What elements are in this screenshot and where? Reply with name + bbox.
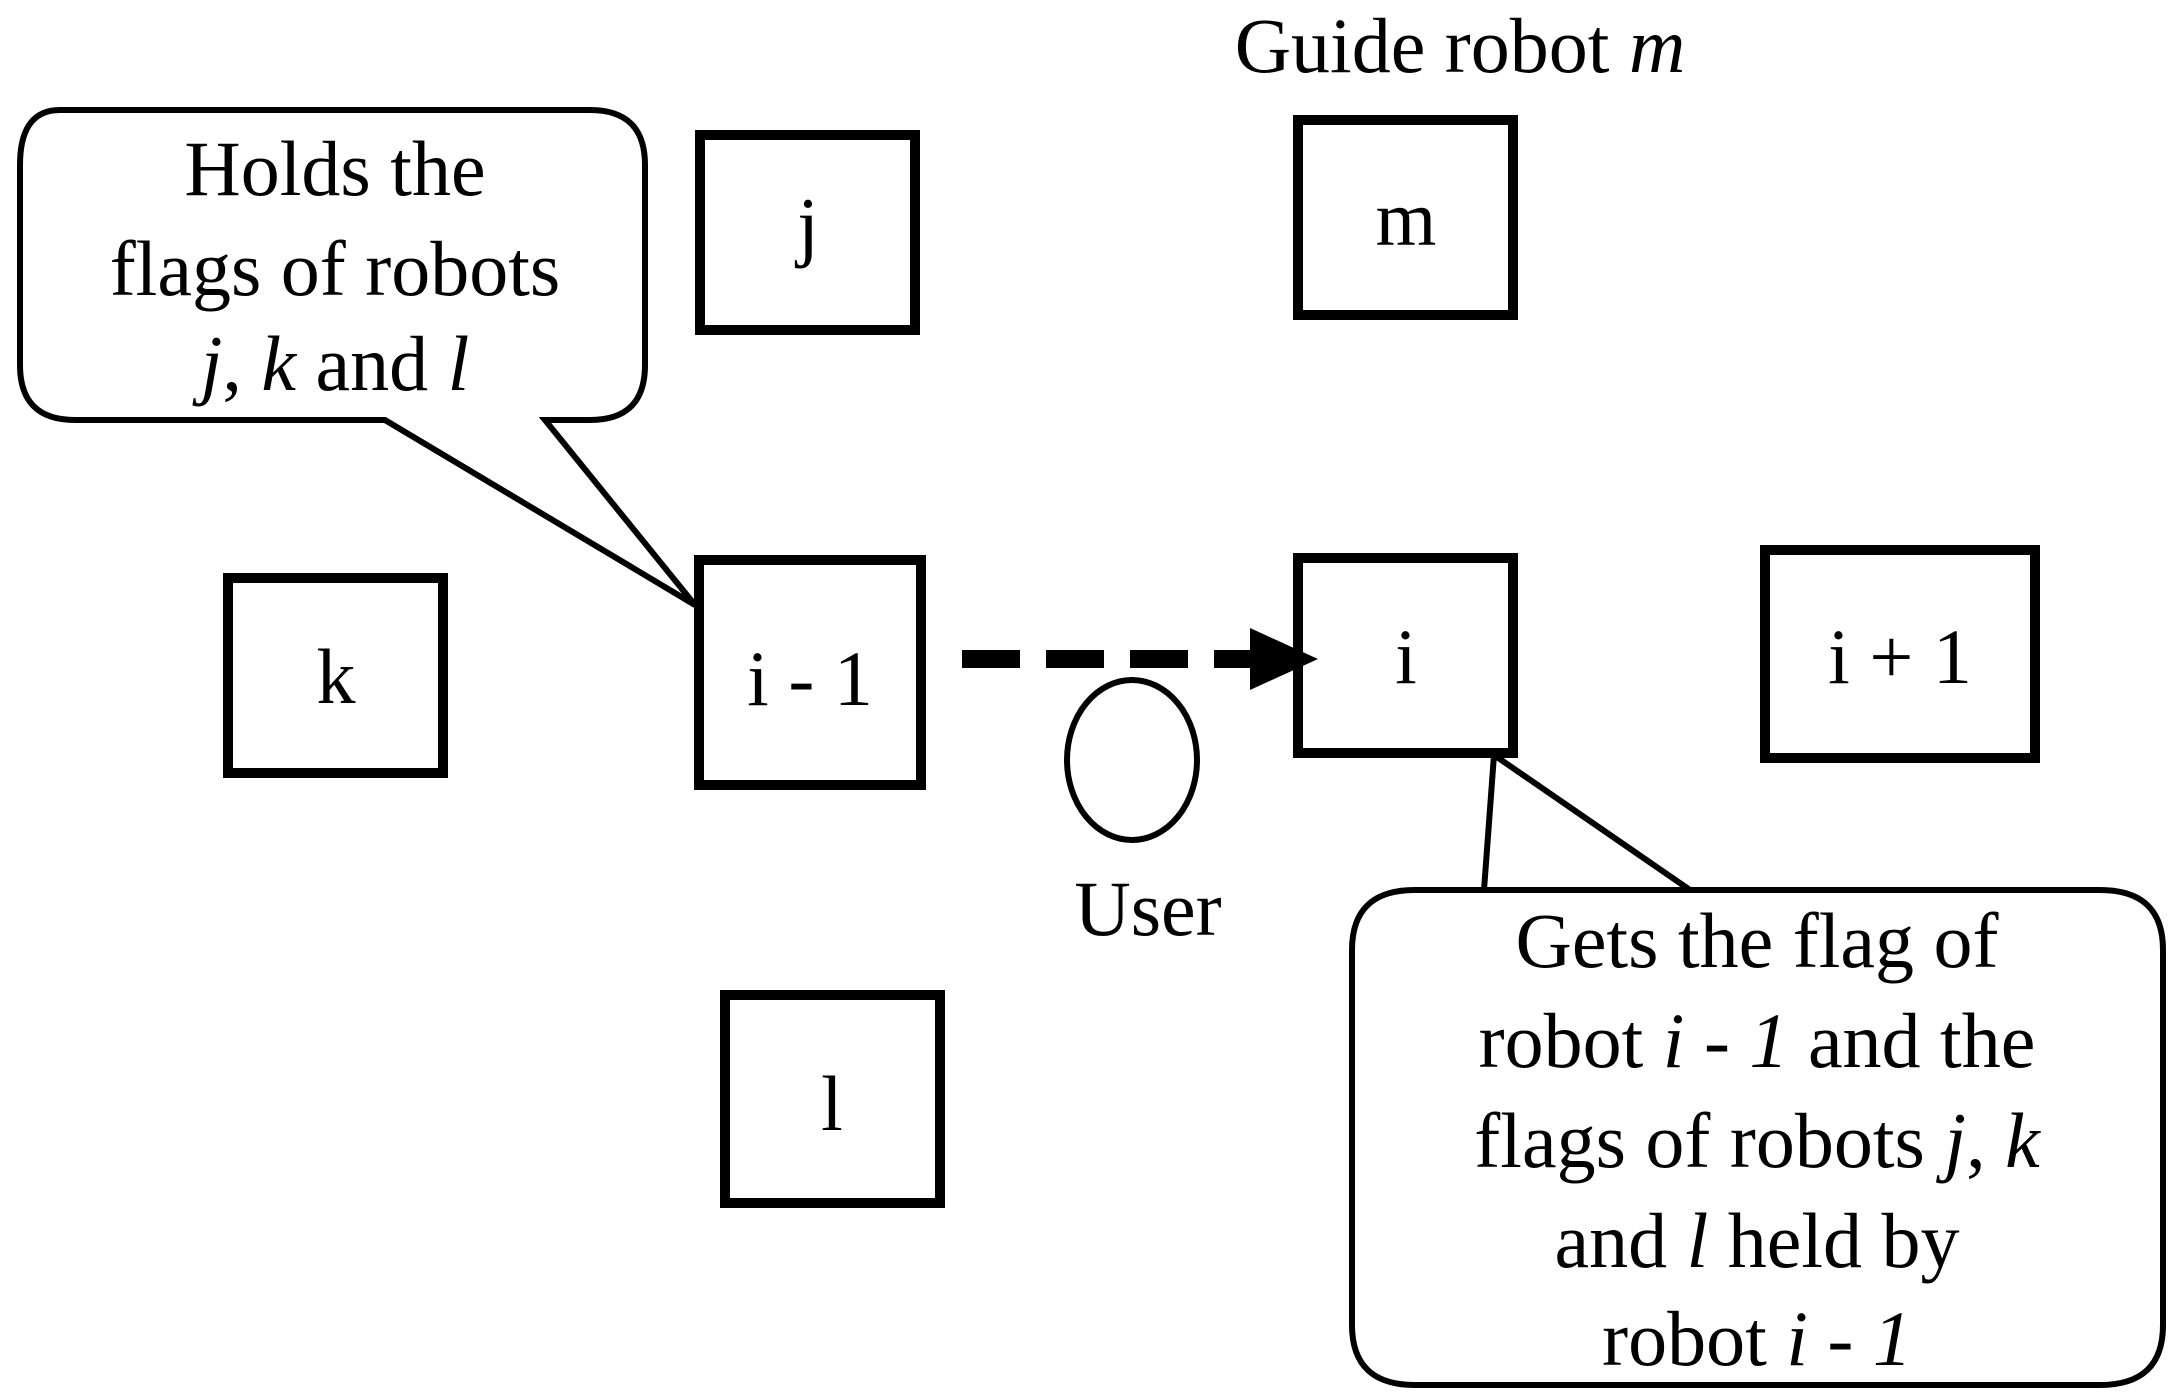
user-label: User [1074, 865, 1221, 952]
robot-i-label: i [1395, 613, 1417, 700]
robot-k-label: k [317, 633, 356, 720]
user-marker [1064, 677, 1200, 843]
guide-robot-label: Guide robot m [1235, 2, 1686, 89]
robot-i-plus-1: i + 1 [1760, 545, 2040, 763]
robot-i-minus-1-label: i - 1 [747, 635, 873, 722]
callout-left-line2: flags of robots [110, 225, 561, 312]
callout-right-line4: and l held by [1554, 1197, 1959, 1284]
callout-right-line3: flags of robots j, k [1474, 1097, 2041, 1184]
robot-l-label: l [821, 1060, 843, 1147]
callout-left: Holds the flags of robots j, k and l [17, 107, 698, 608]
callout-right-line2: robot i - 1 and the [1479, 997, 2036, 1084]
callout-right-line5: robot i - 1 [1602, 1295, 1912, 1382]
robot-i-plus-1-label: i + 1 [1828, 613, 1972, 700]
robot-i-minus-1: i - 1 [694, 555, 926, 790]
callout-right: Gets the flag of robot i - 1 and the fla… [1349, 749, 2166, 1388]
robot-j: j [695, 130, 920, 335]
robot-m-label: m [1376, 175, 1437, 262]
callout-left-line1: Holds the [184, 125, 485, 212]
robot-l: l [720, 990, 945, 1208]
callout-right-line1: Gets the flag of [1515, 897, 1998, 984]
robot-k: k [223, 573, 448, 778]
robot-m: m [1293, 115, 1518, 320]
robot-j-label: j [794, 182, 819, 269]
callout-left-line3: j, k and l [192, 320, 470, 407]
handoff-arrow [962, 628, 1318, 690]
robot-i: i [1293, 553, 1518, 758]
